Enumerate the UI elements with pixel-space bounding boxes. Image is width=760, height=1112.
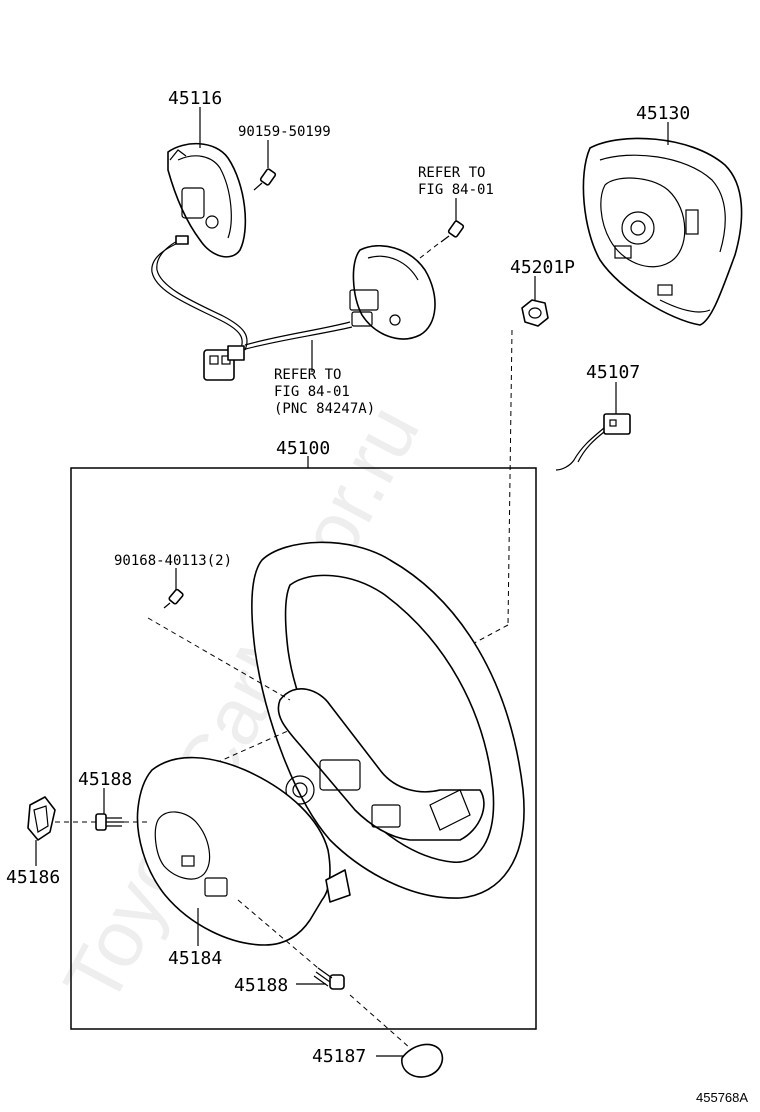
label-45188-bottom: 45188 [234,975,288,996]
label-45201p: 45201P [510,257,575,278]
label-45186: 45186 [6,867,60,888]
switch-cover-45116 [167,142,247,258]
screw-45188-bottom [313,967,345,990]
cap-45186 [27,796,56,841]
steering-wheel [251,541,525,899]
leader-dash [147,617,291,701]
label-90168-40113: 90168-40113(2) [114,553,232,569]
switch-assembly [349,245,436,340]
label-45130: 45130 [636,103,690,124]
wire-45107 [555,413,631,471]
label-refer-mid-line3: (PNC 84247A) [274,401,375,417]
label-90159-50199: 90159-50199 [238,124,331,140]
figure-code: 455768A [696,1090,748,1105]
leader-dash [349,994,411,1049]
label-45107: 45107 [586,362,640,383]
label-45187: 45187 [312,1046,366,1067]
bolt-90159-50199 [253,168,277,191]
label-45184: 45184 [168,948,222,969]
label-refer-top-line1: REFER TO [418,165,485,181]
wire-harness [151,235,353,381]
screw-45188-top [95,813,124,831]
assembly-frame-45100 [70,467,537,1030]
label-refer-top-line2: FIG 84-01 [418,182,494,198]
nut-45201p [521,299,549,327]
leader-dash [451,624,509,656]
label-45116: 45116 [168,88,222,109]
bolt-90168-40113 [163,588,184,609]
airbag-assembly-45130 [582,137,743,326]
leader-dash [419,243,439,259]
screw-refer-fig-84-01 [440,220,465,243]
cap-45187 [401,1043,444,1078]
label-45100: 45100 [276,438,330,459]
label-refer-mid-line2: FIG 84-01 [274,384,350,400]
leader-dash [507,329,513,626]
lower-cover-45184 [136,756,351,946]
leader-dash [199,729,291,771]
label-refer-mid-line1: REFER TO [274,367,341,383]
label-45188-top: 45188 [78,769,132,790]
